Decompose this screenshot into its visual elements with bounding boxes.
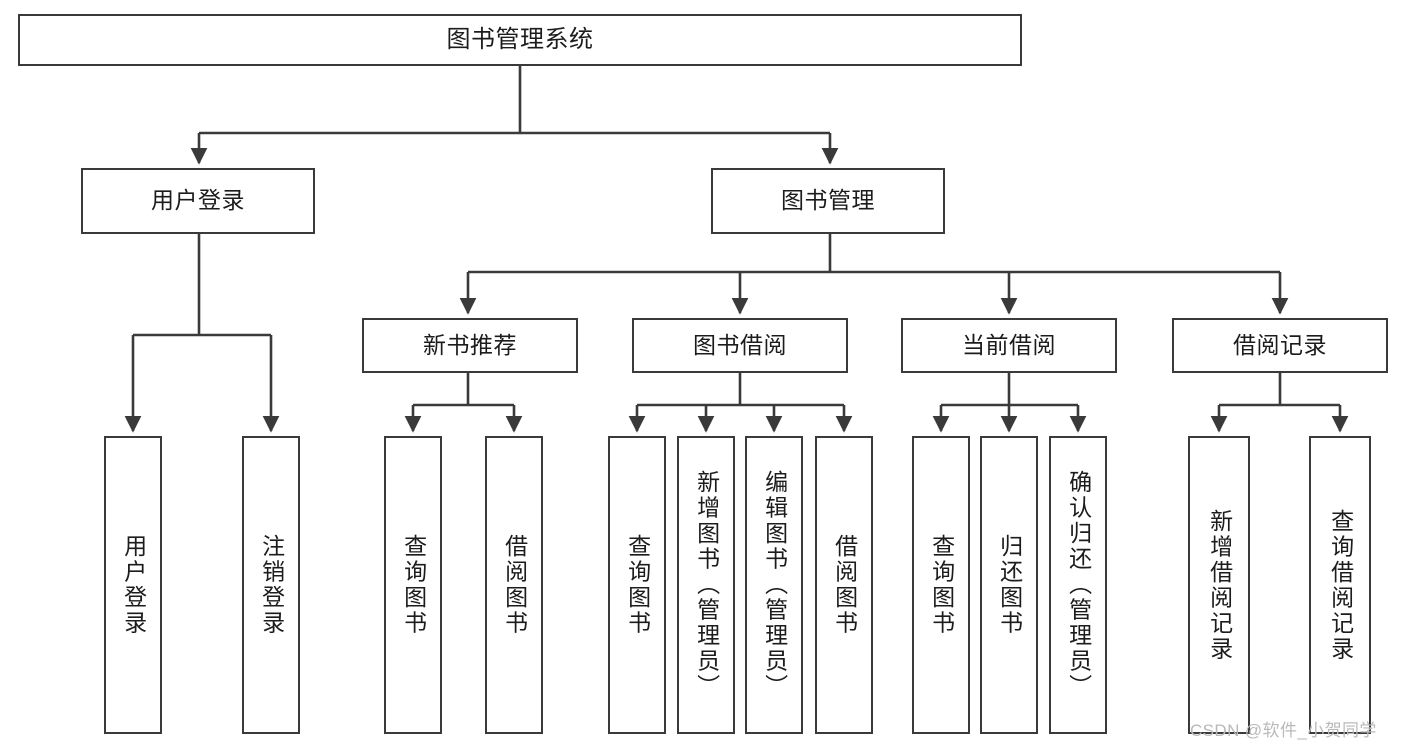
- node-current-borrow-label: 当前借阅: [962, 331, 1056, 358]
- node-borrow-book-1-label: 借阅图书: [501, 534, 528, 636]
- node-root-label: 图书管理系统: [446, 25, 594, 53]
- node-add-book-label: 新增图书（管理员）: [693, 470, 720, 700]
- node-edit-book[interactable]: 编辑图书（管理员）: [745, 436, 803, 734]
- node-add-book[interactable]: 新增图书（管理员）: [677, 436, 735, 734]
- node-edit-book-label: 编辑图书（管理员）: [761, 470, 788, 700]
- node-query-book-3-label: 查询图书: [928, 534, 955, 636]
- node-new-book-recommend-label: 新书推荐: [423, 331, 517, 358]
- node-book-management[interactable]: 图书管理: [711, 168, 945, 234]
- node-borrow-book-1[interactable]: 借阅图书: [485, 436, 543, 734]
- node-new-book-recommend[interactable]: 新书推荐: [362, 318, 578, 373]
- node-confirm-return-label: 确认归还（管理员）: [1065, 470, 1092, 700]
- node-query-book-2-label: 查询图书: [624, 534, 651, 636]
- node-book-borrow[interactable]: 图书借阅: [632, 318, 848, 373]
- node-book-borrow-label: 图书借阅: [693, 331, 787, 358]
- node-borrow-book-2-label: 借阅图书: [831, 534, 858, 636]
- node-borrow-record[interactable]: 借阅记录: [1172, 318, 1388, 373]
- node-borrow-record-label: 借阅记录: [1233, 331, 1327, 358]
- node-logout[interactable]: 注销登录: [242, 436, 300, 734]
- node-confirm-return[interactable]: 确认归还（管理员）: [1049, 436, 1107, 734]
- node-book-management-label: 图书管理: [781, 187, 875, 214]
- node-query-book-2[interactable]: 查询图书: [608, 436, 666, 734]
- node-add-record-label: 新增借阅记录: [1206, 508, 1233, 662]
- node-borrow-book-2[interactable]: 借阅图书: [815, 436, 873, 734]
- node-current-borrow[interactable]: 当前借阅: [901, 318, 1117, 373]
- node-query-book-3[interactable]: 查询图书: [912, 436, 970, 734]
- node-query-record[interactable]: 查询借阅记录: [1309, 436, 1371, 734]
- csdn-watermark: CSDN @软件_小贺同学: [1190, 721, 1377, 740]
- node-return-book-label: 归还图书: [996, 534, 1023, 636]
- node-return-book[interactable]: 归还图书: [980, 436, 1038, 734]
- node-login[interactable]: 用户登录: [104, 436, 162, 734]
- node-query-book-1[interactable]: 查询图书: [384, 436, 442, 734]
- node-login-label: 用户登录: [120, 534, 147, 636]
- node-user-login-label: 用户登录: [151, 187, 245, 214]
- node-query-book-1-label: 查询图书: [400, 534, 427, 636]
- node-query-record-label: 查询借阅记录: [1327, 508, 1354, 662]
- node-logout-label: 注销登录: [258, 534, 285, 636]
- node-user-login[interactable]: 用户登录: [81, 168, 315, 234]
- node-add-record[interactable]: 新增借阅记录: [1188, 436, 1250, 734]
- node-root[interactable]: 图书管理系统: [18, 14, 1022, 66]
